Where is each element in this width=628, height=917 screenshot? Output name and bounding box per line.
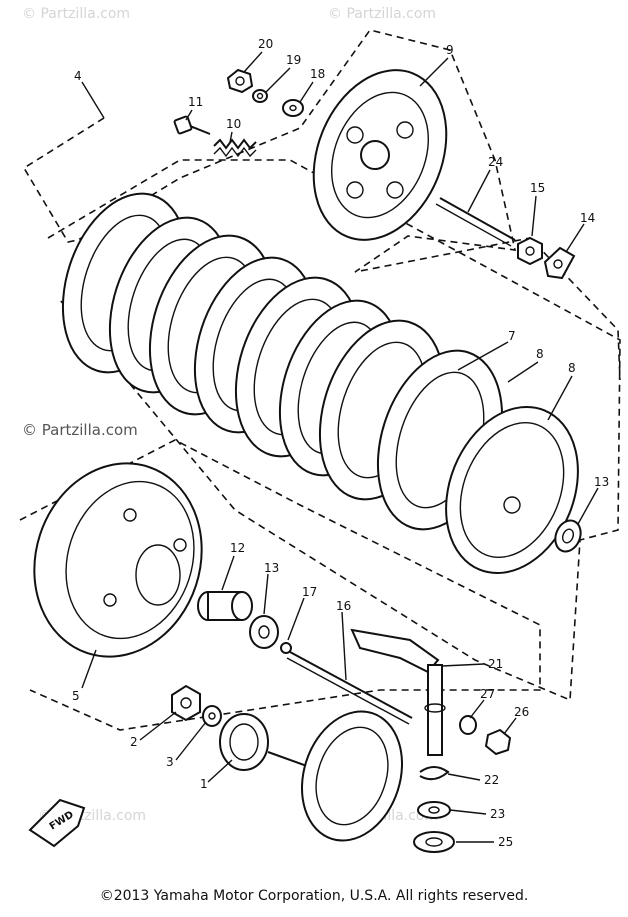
callout-24: 24 (488, 155, 503, 169)
callout-1: 1 (200, 777, 208, 791)
part-18-bearing[interactable] (282, 99, 304, 117)
part-26-bolt[interactable] (484, 728, 512, 756)
callout-7: 7 (508, 329, 516, 343)
callout-23: 23 (490, 807, 505, 821)
callout-26: 26 (514, 705, 529, 719)
watermark-top-center: © Partzilla.com (328, 6, 436, 22)
callout-4: 4 (74, 69, 82, 83)
callout-27: 27 (480, 687, 495, 701)
callout-12: 12 (230, 541, 245, 555)
part-20-nut[interactable] (226, 68, 254, 94)
outline-plate-group (47, 159, 621, 702)
copyright-notice: ©2013 Yamaha Motor Corporation, U.S.A. A… (99, 888, 529, 904)
callout-14: 14 (580, 211, 595, 225)
part-9-pressure-plate[interactable] (290, 50, 471, 260)
part-3-washer[interactable] (202, 705, 222, 727)
part-27-washer[interactable] (459, 715, 477, 735)
outline-housing-group (19, 439, 541, 731)
callout-25: 25 (498, 835, 513, 849)
part-17-ball[interactable] (280, 642, 292, 654)
watermark-side: © Partzilla.com (22, 421, 138, 439)
callout-15: 15 (530, 181, 545, 195)
part-15-nut[interactable] (517, 236, 543, 266)
callout-5: 5 (72, 689, 80, 703)
part-8-clutch-boss[interactable] (422, 387, 601, 593)
crankcase-rotor (267, 710, 403, 842)
callout-13-left: 13 (264, 561, 279, 575)
part-21-push-lever-shaft[interactable] (350, 628, 446, 756)
part-19-washer[interactable] (252, 89, 268, 103)
part-1-primary-drive-gear[interactable] (219, 713, 269, 771)
callout-2: 2 (130, 735, 138, 749)
outline-top-group (22, 29, 621, 381)
callout-16: 16 (336, 599, 351, 613)
callout-3: 3 (166, 755, 174, 769)
watermark-top-left: © Partzilla.com (22, 6, 130, 22)
callout-22: 22 (484, 773, 499, 787)
part-22-circlip[interactable] (419, 766, 450, 781)
clutch-plate-stack (61, 192, 601, 593)
part-14-lock-washer[interactable] (543, 246, 576, 280)
callout-8-boss: 8 (568, 361, 576, 375)
callout-13-right: 13 (594, 475, 609, 489)
part-10-spring[interactable] (213, 138, 257, 158)
callout-8-plate: 8 (536, 347, 544, 361)
part-13-thrust-washer-right[interactable] (551, 517, 585, 556)
part-2-nut[interactable] (171, 684, 201, 722)
part-16-push-rod[interactable] (286, 651, 413, 725)
callout-10: 10 (226, 117, 241, 131)
part-23-washer[interactable] (417, 801, 451, 819)
callout-21: 21 (488, 657, 503, 671)
part-5-clutch-housing[interactable] (10, 441, 227, 678)
forward-direction-arrow: FWD (28, 798, 86, 848)
part-13-thrust-washer-left[interactable] (249, 615, 279, 649)
callout-labels: 20 19 18 9 4 11 10 24 15 14 7 8 8 13 12 … (72, 37, 609, 849)
callout-19: 19 (286, 53, 301, 67)
leader-lines (81, 51, 599, 843)
part-12-spacer[interactable] (197, 591, 253, 621)
callout-11: 11 (188, 95, 203, 109)
callout-18: 18 (310, 67, 325, 81)
part-24-push-rod[interactable] (435, 197, 516, 247)
callout-17: 17 (302, 585, 317, 599)
callout-20: 20 (258, 37, 273, 51)
part-11-bolt[interactable] (173, 115, 211, 135)
part-25-oil-seal[interactable] (413, 831, 455, 853)
callout-9: 9 (446, 43, 454, 57)
